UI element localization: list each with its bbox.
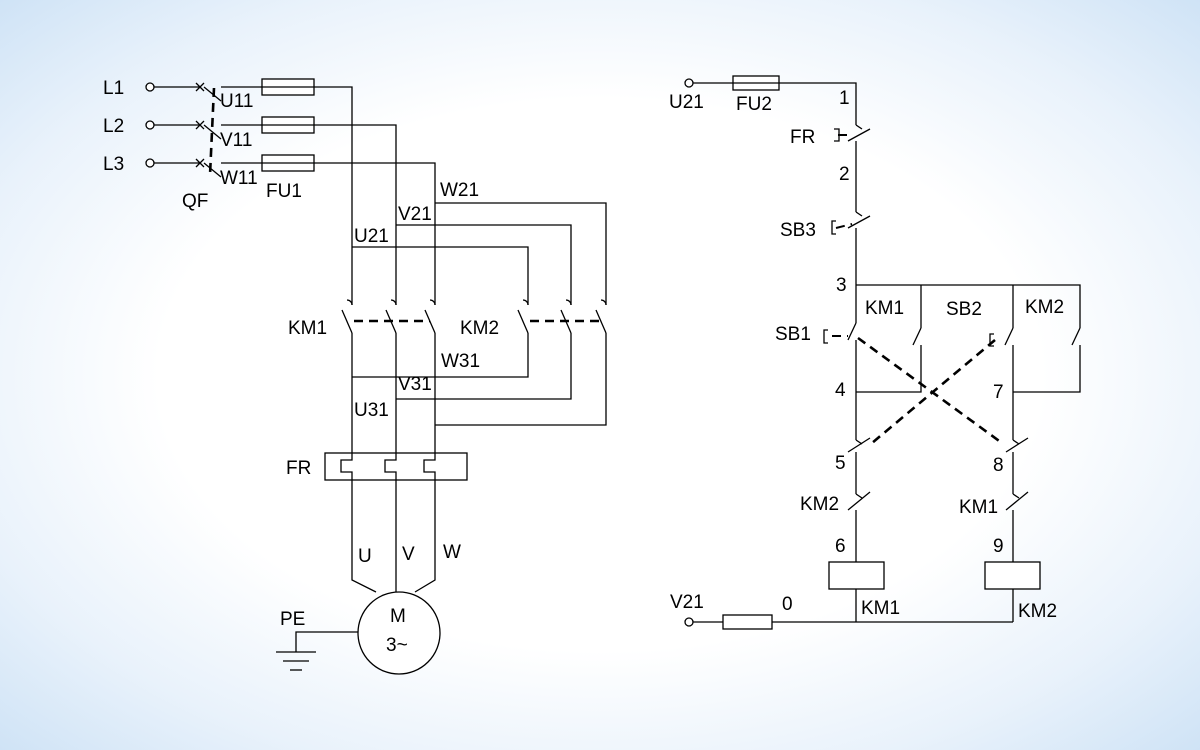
- label-fr-ctrl: FR: [790, 127, 815, 148]
- label-node-2: 2: [839, 164, 850, 185]
- wire-v31: [396, 333, 572, 400]
- label-w31: W31: [441, 351, 480, 372]
- wire-w31: [352, 333, 529, 378]
- wire-u21: [352, 246, 529, 305]
- label-qf: QF: [182, 191, 208, 212]
- label-motor-m: M: [390, 606, 406, 627]
- label-node-8: 8: [993, 455, 1004, 476]
- label-km2-interlock: KM2: [800, 494, 839, 515]
- label-l2: L2: [103, 116, 124, 137]
- motor: [357, 591, 441, 675]
- label-v21: V21: [398, 204, 432, 225]
- sb3-stop-button: [831, 211, 871, 285]
- fr-nc-contact: [834, 124, 871, 212]
- label-node-0: 0: [782, 594, 793, 615]
- label-node-3: 3: [836, 275, 847, 296]
- fuse-fu2: [732, 75, 780, 91]
- coil-km1: [828, 561, 885, 590]
- power-circuit: L1 L2 L3 QF U11 V11 W11 FU1 W21 V21 U21 …: [103, 78, 607, 675]
- label-km1-interlock: KM1: [959, 497, 998, 518]
- coil-km2: [984, 561, 1041, 590]
- terminal-l2: [145, 120, 155, 130]
- wire-w: [314, 162, 436, 305]
- label-node-6: 6: [835, 536, 846, 557]
- label-node-1: 1: [839, 88, 850, 109]
- label-l1: L1: [103, 78, 124, 99]
- label-km1-aux: KM1: [865, 298, 904, 319]
- label-v: V: [402, 544, 415, 565]
- km2-interlock: [847, 491, 871, 562]
- label-v21-ctrl: V21: [670, 592, 704, 613]
- km2-aux-contact: [1013, 327, 1081, 393]
- fuse-fu1: [261, 78, 315, 172]
- label-sb3: SB3: [780, 220, 816, 241]
- label-node-5: 5: [835, 453, 846, 474]
- overload-relay-fr: [324, 452, 468, 481]
- label-node-7: 7: [993, 382, 1004, 403]
- label-w: W: [443, 542, 461, 563]
- label-fu1: FU1: [266, 181, 302, 202]
- label-node-9: 9: [993, 536, 1004, 557]
- terminal-l3: [145, 158, 155, 168]
- label-km2-aux: KM2: [1025, 297, 1064, 318]
- label-fr-power: FR: [286, 458, 311, 479]
- sb2-nc-left: [847, 437, 871, 494]
- wire-u31: [435, 333, 607, 426]
- label-w11: W11: [220, 168, 258, 189]
- label-sb1: SB1: [775, 324, 811, 345]
- terminal-u21: [684, 78, 694, 88]
- terminal-l1: [145, 82, 155, 92]
- km1-interlock: [1005, 491, 1029, 562]
- control-circuit: U21 FU2 1 FR 2 SB3 3 KM1 SB2 KM2 SB1 4 7…: [669, 75, 1081, 630]
- label-v31: V31: [398, 374, 432, 395]
- label-coil-km2: KM2: [1018, 601, 1057, 622]
- km1-aux-contact: [856, 327, 922, 393]
- label-u11: U11: [220, 91, 253, 112]
- contactor-km2-main: [517, 299, 607, 334]
- phase-terminals: [145, 82, 200, 168]
- label-u: U: [358, 546, 372, 567]
- wire-v21: [396, 224, 572, 305]
- contactor-km1-main: [341, 299, 436, 334]
- label-node-4: 4: [835, 380, 846, 401]
- terminal-v21: [684, 617, 694, 627]
- label-fu2: FU2: [736, 94, 772, 115]
- label-v11: V11: [220, 130, 252, 151]
- label-w21: W21: [440, 180, 479, 201]
- label-u21: U21: [354, 226, 389, 247]
- label-km2-main: KM2: [460, 318, 499, 339]
- label-u31: U31: [354, 400, 389, 421]
- sb1-start-forward: [823, 322, 857, 440]
- breaker-qf: [195, 82, 262, 178]
- label-l3: L3: [103, 154, 124, 175]
- label-km1-main: KM1: [288, 318, 327, 339]
- label-motor-3phase: 3~: [386, 635, 408, 656]
- wire-u: [314, 86, 353, 305]
- wire-v: [314, 124, 397, 305]
- label-pe: PE: [280, 609, 305, 630]
- label-sb2: SB2: [946, 299, 982, 320]
- label-u21-ctrl: U21: [669, 92, 704, 113]
- sb1-nc-right: [1005, 437, 1029, 494]
- earth-ground: [276, 631, 358, 671]
- wire-w21: [435, 202, 607, 305]
- label-coil-km1: KM1: [861, 598, 900, 619]
- fuse-bottom: [722, 614, 773, 630]
